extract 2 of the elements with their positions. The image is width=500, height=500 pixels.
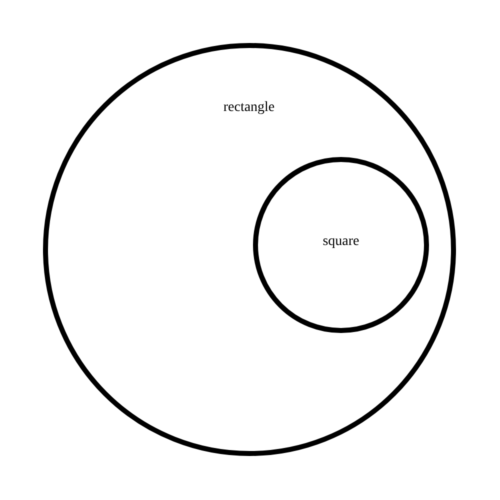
set-label: square: [322, 234, 360, 250]
set-label: rectangle: [223, 100, 275, 116]
